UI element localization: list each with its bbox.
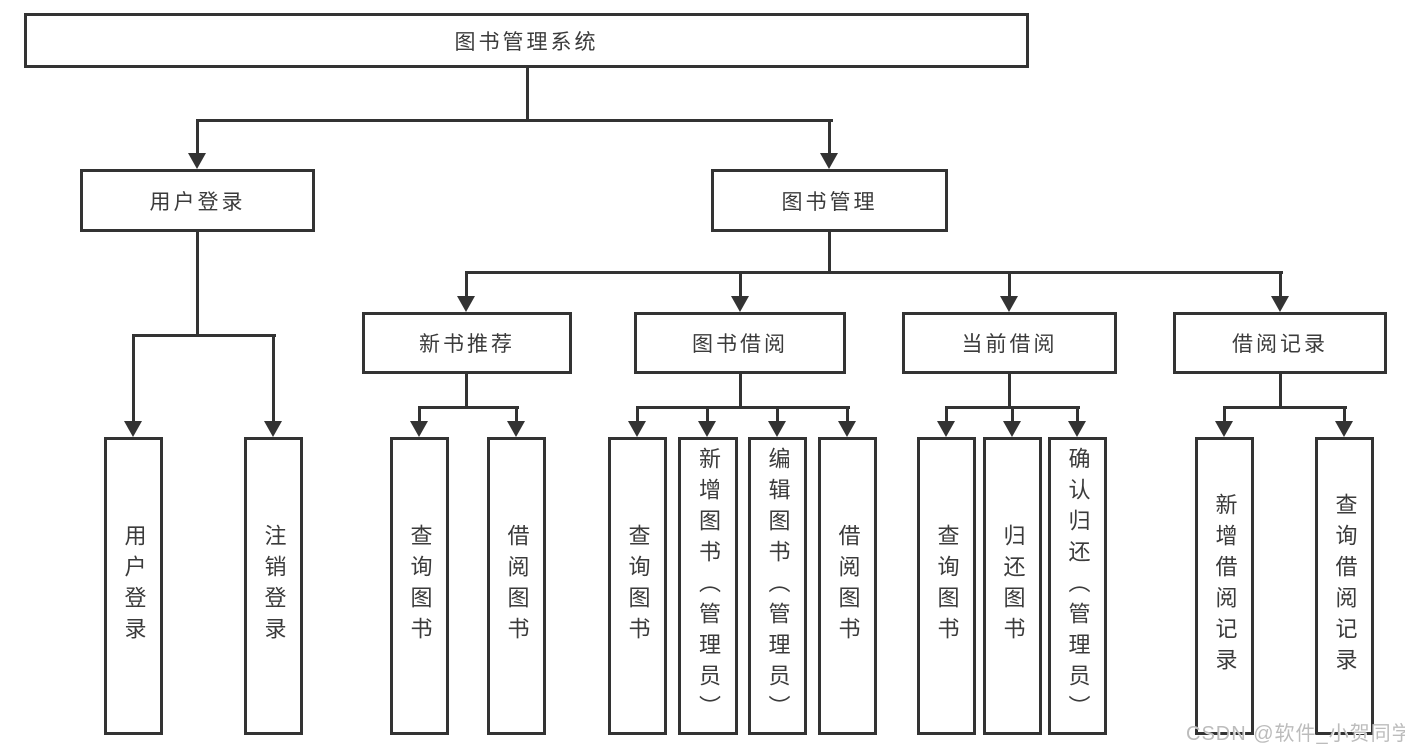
arrowhead-icon xyxy=(264,421,282,437)
leaf-record-query-record: 查询借阅记录 xyxy=(1315,437,1374,735)
node-book-management-label: 图书管理 xyxy=(781,190,878,214)
connector-line xyxy=(828,120,831,154)
connector-line xyxy=(1279,374,1282,408)
leaf-borrow-add-book: 新增图书（管理员） xyxy=(678,437,738,735)
arrowhead-icon xyxy=(838,421,856,437)
connector-line xyxy=(1223,406,1347,409)
leaf-record-add-record-label: 新增借阅记录 xyxy=(1212,493,1238,679)
connector-line xyxy=(196,120,199,154)
connector-line xyxy=(1008,374,1011,408)
leaf-logout-label: 注销登录 xyxy=(261,524,287,648)
node-root: 图书管理系统 xyxy=(24,13,1029,68)
leaf-borrow-borrow-book-label: 借阅图书 xyxy=(835,524,861,648)
arrowhead-icon xyxy=(1215,421,1233,437)
node-new-book-recommend-label: 新书推荐 xyxy=(419,333,515,356)
arrowhead-icon xyxy=(1335,421,1353,437)
watermark: CSDN @软件_小贺同学 xyxy=(1186,723,1405,745)
arrowhead-icon xyxy=(820,153,838,169)
node-current-borrow: 当前借阅 xyxy=(902,312,1117,374)
connector-line xyxy=(828,232,831,273)
connector-line xyxy=(945,407,948,422)
leaf-user-login: 用户登录 xyxy=(104,437,163,735)
leaf-current-query-book-label: 查询图书 xyxy=(934,524,960,648)
connector-line xyxy=(272,335,275,422)
leaf-current-confirm-return: 确认归还（管理员） xyxy=(1048,437,1107,735)
leaf-borrow-edit-book-label: 编辑图书（管理员） xyxy=(765,446,791,726)
node-book-management: 图书管理 xyxy=(711,169,948,232)
arrowhead-icon xyxy=(768,421,786,437)
arrowhead-icon xyxy=(457,296,475,312)
leaf-recommend-borrow-book-label: 借阅图书 xyxy=(504,524,530,648)
connector-line xyxy=(465,374,468,408)
connector-line xyxy=(706,407,709,422)
leaf-current-confirm-return-label: 确认归还（管理员） xyxy=(1065,446,1091,726)
leaf-record-add-record: 新增借阅记录 xyxy=(1195,437,1254,735)
connector-line xyxy=(1076,407,1079,422)
arrowhead-icon xyxy=(937,421,955,437)
arrowhead-icon xyxy=(1271,296,1289,312)
connector-line xyxy=(1008,272,1011,297)
connector-line xyxy=(1343,407,1346,422)
node-new-book-recommend: 新书推荐 xyxy=(362,312,572,374)
connector-line xyxy=(1011,407,1014,422)
connector-line xyxy=(739,374,742,408)
connector-line xyxy=(636,406,850,409)
connector-line xyxy=(132,335,135,422)
connector-line xyxy=(776,407,779,422)
connector-line xyxy=(846,407,849,422)
connector-line xyxy=(739,272,742,297)
arrowhead-icon xyxy=(124,421,142,437)
connector-line xyxy=(196,119,833,122)
leaf-borrow-edit-book: 编辑图书（管理员） xyxy=(748,437,807,735)
arrowhead-icon xyxy=(628,421,646,437)
leaf-borrow-query-book: 查询图书 xyxy=(608,437,667,735)
leaf-user-login-label: 用户登录 xyxy=(121,524,147,648)
leaf-record-query-record-label: 查询借阅记录 xyxy=(1332,493,1358,679)
arrowhead-icon xyxy=(188,153,206,169)
connector-line xyxy=(636,407,639,422)
connector-line xyxy=(526,68,529,121)
leaf-recommend-query-book: 查询图书 xyxy=(390,437,449,735)
connector-line xyxy=(418,406,519,409)
connector-line xyxy=(1279,272,1282,297)
leaf-current-query-book: 查询图书 xyxy=(917,437,976,735)
node-book-borrow: 图书借阅 xyxy=(634,312,846,374)
arrowhead-icon xyxy=(507,421,525,437)
leaf-borrow-query-book-label: 查询图书 xyxy=(625,524,651,648)
node-user-login: 用户登录 xyxy=(80,169,315,232)
leaf-borrow-borrow-book: 借阅图书 xyxy=(818,437,877,735)
node-borrow-record: 借阅记录 xyxy=(1173,312,1387,374)
connector-line xyxy=(465,272,468,297)
arrowhead-icon xyxy=(410,421,428,437)
leaf-logout: 注销登录 xyxy=(244,437,303,735)
connector-line xyxy=(418,407,421,422)
leaf-borrow-add-book-label: 新增图书（管理员） xyxy=(696,446,721,726)
node-user-login-label: 用户登录 xyxy=(149,190,246,214)
node-borrow-record-label: 借阅记录 xyxy=(1232,333,1328,356)
connector-line xyxy=(515,407,518,422)
connector-line xyxy=(132,334,276,337)
arrowhead-icon xyxy=(1000,296,1018,312)
arrowhead-icon xyxy=(1003,421,1021,437)
leaf-recommend-borrow-book: 借阅图书 xyxy=(487,437,546,735)
node-book-borrow-label: 图书借阅 xyxy=(692,333,788,356)
arrowhead-icon xyxy=(731,296,749,312)
node-root-label: 图书管理系统 xyxy=(454,30,599,54)
connector-line xyxy=(1223,407,1226,422)
leaf-recommend-query-book-label: 查询图书 xyxy=(407,524,433,648)
arrowhead-icon xyxy=(698,421,716,437)
connector-line xyxy=(465,271,1283,274)
leaf-current-return-book-label: 归还图书 xyxy=(1000,524,1026,648)
leaf-current-return-book: 归还图书 xyxy=(983,437,1042,735)
node-current-borrow-label: 当前借阅 xyxy=(961,333,1058,356)
connector-line xyxy=(196,232,199,336)
arrowhead-icon xyxy=(1068,421,1086,437)
